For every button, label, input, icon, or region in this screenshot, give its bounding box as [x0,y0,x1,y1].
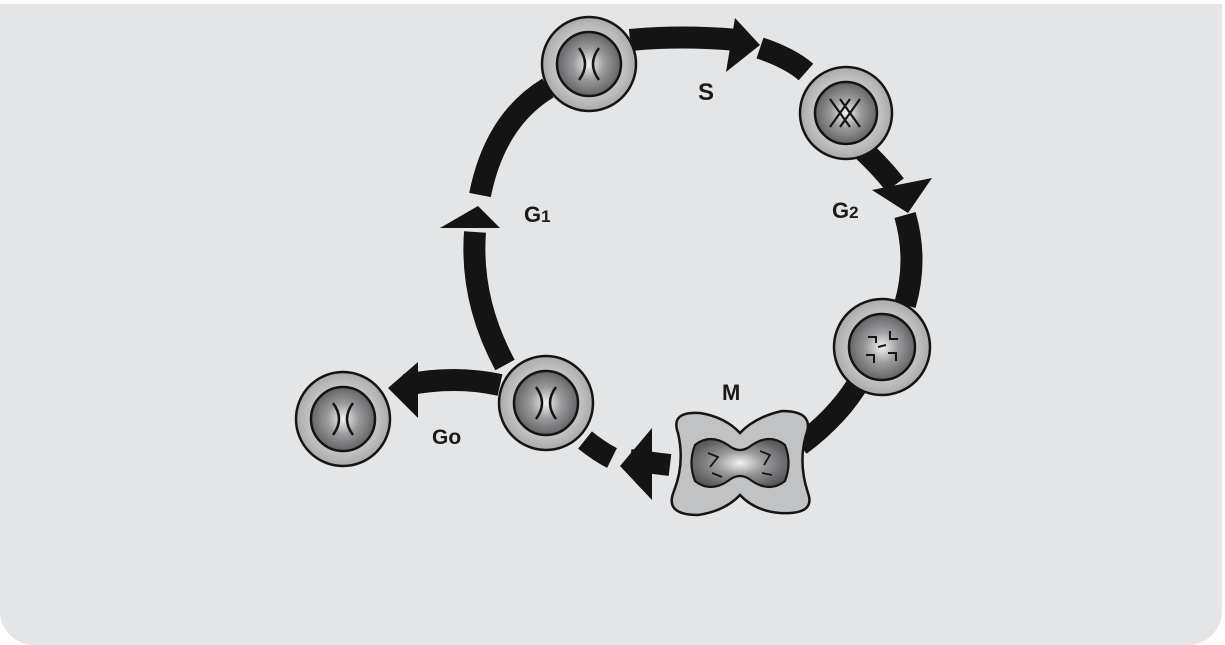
label-g0: Go [432,426,461,449]
panel-top-edge [290,0,936,4]
arrow-heads [388,18,932,500]
arrowhead-g2 [872,178,932,213]
cell-g2-replicated [798,65,894,161]
cell-prophase [832,297,932,397]
arrow-g2-to-prophase [894,211,923,309]
arrow-s-to-g2cell [756,37,814,81]
arrow-g1-upper [469,78,554,198]
cell-g1-bottom [497,354,595,452]
arrow-g1cell-lower [578,431,618,468]
label-s: S [698,79,714,106]
cell-mitosis-dividing [670,409,811,517]
label-g1-letter: G [524,202,541,227]
arrow-g1-to-g0 [402,369,503,396]
label-g2-letter: G [832,198,849,223]
label-g2: G2 [832,198,859,223]
arrowhead-m-to-g1 [620,428,652,500]
cell-g1-top [540,15,638,113]
arrow-g1-left-side [463,231,515,371]
label-g2-sub: 2 [849,203,858,222]
arrowhead-g1-up [440,206,500,228]
label-g1: G1 [524,202,551,227]
label-g1-sub: 1 [541,207,550,226]
cell-g0-quiescent [294,370,392,468]
arrowhead-g0 [388,362,418,418]
arrow-prophase-to-m [793,374,870,454]
diagram-panel [0,4,1222,645]
label-m: M [722,380,740,405]
arrowhead-s [726,18,760,72]
arrow-g1-to-s [628,26,739,51]
